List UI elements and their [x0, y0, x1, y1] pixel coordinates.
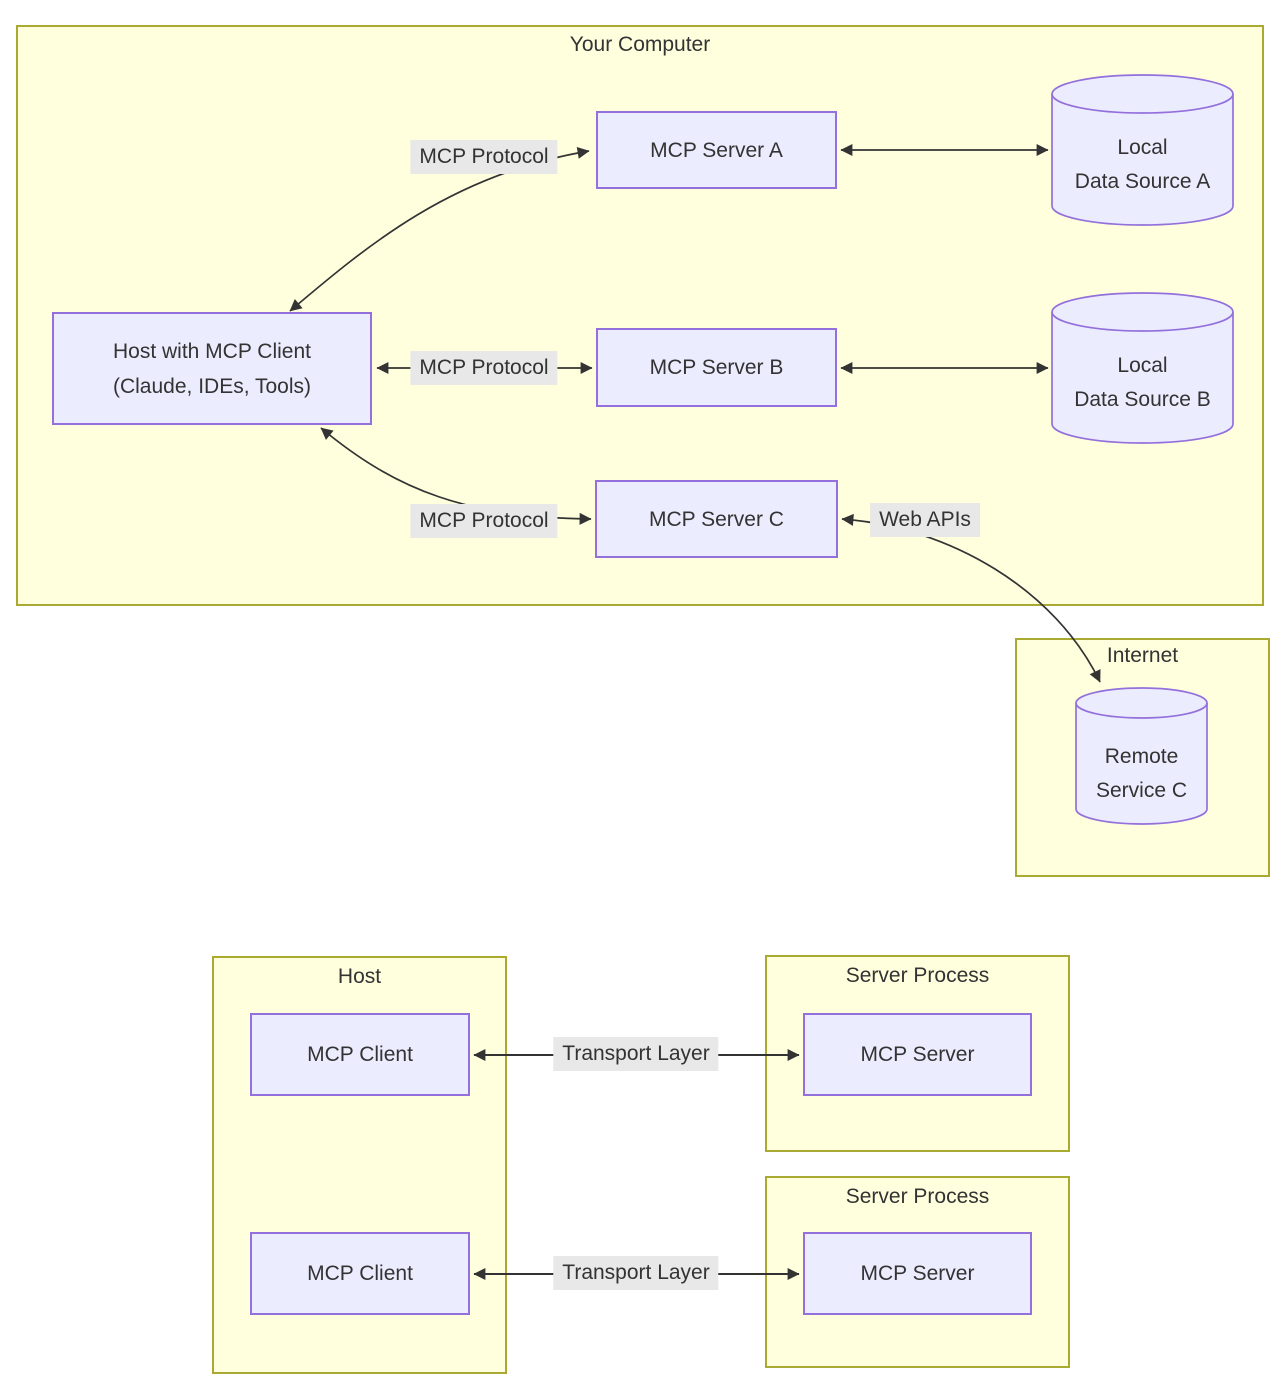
- mcp-protocol-label-b: MCP Protocol: [410, 351, 558, 385]
- remote-service-cylinder: [1075, 687, 1208, 825]
- mcp-protocol-label-a: MCP Protocol: [410, 140, 558, 174]
- server-process-title-2: Server Process: [845, 1185, 990, 1208]
- internet-title: Internet: [1106, 644, 1179, 667]
- transport-layer-label-2: Transport Layer: [553, 1256, 719, 1290]
- datasource-b-label: Local Data Source B: [1074, 354, 1211, 411]
- host-node-line1: Host with MCP Client: [112, 339, 311, 363]
- edge-server-c-remote-service: [841, 513, 1101, 683]
- datasource-a-cylinder: [1051, 74, 1234, 226]
- transport-layer-label-1: Transport Layer: [553, 1037, 719, 1071]
- mcp-server-c-node: MCP Server C: [595, 480, 838, 558]
- mcp-server-a-node: MCP Server A: [596, 111, 837, 189]
- mcp-server-b-node: MCP Server B: [596, 328, 837, 407]
- mcp-protocol-label-c: MCP Protocol: [410, 504, 558, 538]
- server-process-title-1: Server Process: [845, 964, 990, 987]
- host-title: Host: [337, 965, 382, 988]
- datasource-b-cylinder: [1051, 292, 1234, 444]
- remote-service-label: Remote Service C: [1095, 745, 1188, 802]
- edge-host-server-a: [289, 146, 590, 312]
- your-computer-title: Your Computer: [569, 33, 711, 56]
- mcp-server-node-2: MCP Server: [803, 1232, 1032, 1315]
- mcp-server-node-1: MCP Server: [803, 1013, 1032, 1096]
- mcp-client-node-1: MCP Client: [250, 1013, 470, 1096]
- datasource-a-label: Local Data Source A: [1074, 136, 1211, 193]
- mcp-client-node-2: MCP Client: [250, 1232, 470, 1315]
- host-with-mcp-client-node: Host with MCP Client (Claude, IDEs, Tool…: [52, 312, 372, 425]
- host-node-line2: (Claude, IDEs, Tools): [112, 374, 312, 398]
- web-apis-label: Web APIs: [870, 503, 980, 537]
